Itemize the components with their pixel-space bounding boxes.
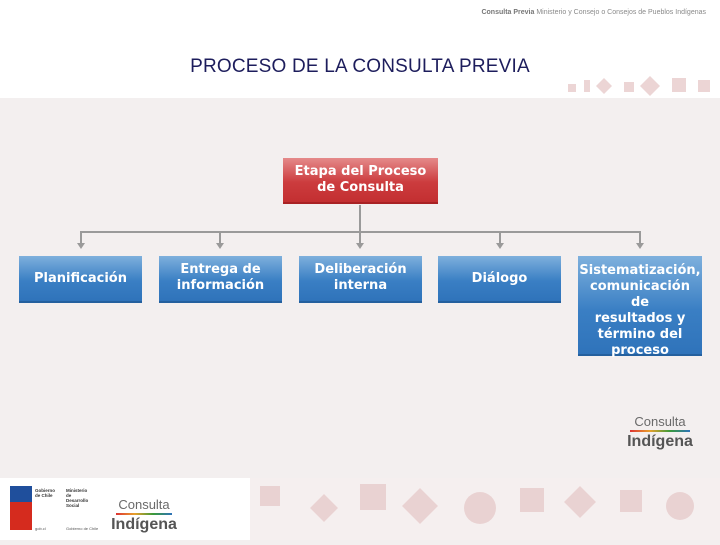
footer-logo-area <box>0 478 250 540</box>
root-stage-line2: de Consulta <box>317 180 404 195</box>
header-band <box>0 0 720 98</box>
stage-3-line-2: interna <box>333 278 388 293</box>
gov-url: gob.cl <box>35 526 46 531</box>
flag-red-block <box>10 502 32 530</box>
stage-box-planificacion: Planificación <box>19 256 142 303</box>
indigenous-pattern-top <box>568 76 710 96</box>
connector-drop-2 <box>219 231 221 245</box>
connector-drop-4 <box>499 231 501 245</box>
header-subtitle: Ministerio y Consejo o Consejos de Puebl… <box>536 9 706 16</box>
brand-label: Consulta Previa <box>481 9 535 16</box>
gobierno-de-chile-logo: Gobierno de Chile Ministerio de Desarrol… <box>10 486 100 532</box>
gov-small-label: Gobierno de Chile <box>66 526 99 531</box>
footer-logo-color-bar <box>116 513 172 515</box>
footer-consulta-indigena-logo: Consulta Indígena <box>106 497 182 534</box>
consulta-indigena-logo: Consulta Indígena <box>620 414 700 451</box>
connector-arrow-3 <box>356 243 364 249</box>
stage-5-line-2: comunicación de <box>590 279 690 310</box>
stage-5-line-1: Sistematización, <box>579 263 701 278</box>
stage-5-line-4: término del <box>597 327 683 342</box>
stage-5-line-3: resultados y <box>594 311 686 326</box>
stage-box-deliberacion-interna: Deliberación interna <box>299 256 422 303</box>
connector-arrow-4 <box>496 243 504 249</box>
flag-blue-block <box>10 486 32 502</box>
stage-2-line-2: información <box>176 278 265 293</box>
footer-logo-line2: Indígena <box>111 516 177 533</box>
connector-drop-3 <box>359 231 361 245</box>
header-meta: Consulta Previa Ministerio y Consejo o C… <box>481 9 706 16</box>
stage-3-line-1: Deliberación <box>314 262 407 277</box>
logo-right-line2: Indígena <box>627 433 693 450</box>
footer-logo-line1: Consulta <box>118 497 170 512</box>
stage-5-line-5: proceso <box>611 343 669 358</box>
stage-box-sistematizacion: Sistematización, comunicación de resulta… <box>578 256 702 358</box>
connector-arrow-1 <box>77 243 85 249</box>
connector-arrow-2 <box>216 243 224 249</box>
stage-4-line-1: Diálogo <box>471 270 528 286</box>
stage-box-entrega-informacion: Entrega de información <box>159 256 282 303</box>
logo-right-color-bar <box>630 430 690 432</box>
connector-drop-5 <box>639 231 641 245</box>
gov-label: Gobierno de Chile <box>35 488 55 498</box>
stage-2-line-1: Entrega de <box>180 262 261 277</box>
connector-drop-1 <box>80 231 82 245</box>
page-title: PROCESO DE LA CONSULTA PREVIA <box>190 56 530 77</box>
root-stage-line1: Etapa del Proceso <box>294 164 427 179</box>
stage-1-line-1: Planificación <box>34 270 127 286</box>
logo-right-line1: Consulta <box>634 414 686 429</box>
stage-box-dialogo: Diálogo <box>438 256 561 303</box>
connector-arrow-5 <box>636 243 644 249</box>
connector-root-down <box>359 205 361 232</box>
ministry-label: Ministerio de Desarrollo Social <box>66 488 89 508</box>
root-stage-box: Etapa del Proceso de Consulta <box>283 158 438 204</box>
indigenous-pattern-bottom <box>260 484 694 524</box>
